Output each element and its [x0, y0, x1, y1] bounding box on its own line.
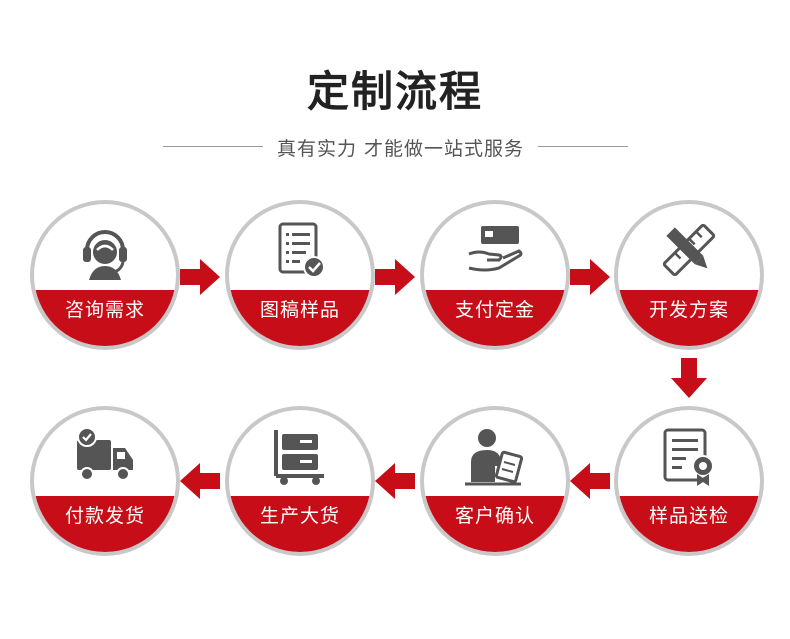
- step-label-band: [34, 496, 176, 552]
- step-label: 支付定金: [454, 299, 535, 321]
- step-label-band: [424, 496, 566, 552]
- page-subtitle: 真有实力 才能做一站式服务: [276, 138, 525, 160]
- person-signing-icon: [465, 429, 524, 486]
- step-label: 咨询需求: [64, 299, 145, 321]
- arrow-down-icon: [671, 358, 707, 398]
- step-label-band: [34, 290, 176, 346]
- step-label: 图稿样品: [259, 299, 340, 321]
- subtitle-divider-right: [538, 146, 628, 147]
- arrow-right-icon: [180, 259, 220, 295]
- hand-payment-card-icon: [468, 226, 523, 272]
- arrow-left-icon: [375, 463, 415, 499]
- step-artwork-sample: 图稿样品: [225, 200, 375, 350]
- step-consult: 咨询需求: [30, 200, 180, 350]
- subtitle-divider-left: [163, 146, 263, 147]
- step-label-band: [229, 496, 371, 552]
- arrow-left-icon: [570, 463, 610, 499]
- step-mass-production: 生产大货: [225, 406, 375, 556]
- step-label-band: [229, 290, 371, 346]
- arrow-left-icon: [180, 463, 220, 499]
- certificate-badge-icon: [663, 428, 714, 486]
- production-cart-icon: [274, 430, 324, 485]
- step-sample-inspection: 样品送检: [614, 406, 764, 556]
- step-label-band: [618, 290, 760, 346]
- step-label: 开发方案: [648, 299, 729, 321]
- step-payment-shipping: 付款发货: [30, 406, 180, 556]
- delivery-truck-icon: [77, 427, 133, 481]
- step-customer-confirm: 客户确认: [420, 406, 570, 556]
- arrow-right-icon: [375, 259, 415, 295]
- checklist-document-icon: [278, 222, 325, 278]
- step-label: 付款发货: [64, 505, 145, 527]
- pencil-ruler-icon: [662, 223, 716, 277]
- arrow-right-icon: [570, 259, 610, 295]
- step-label: 生产大货: [259, 505, 340, 527]
- step-label: 客户确认: [454, 505, 535, 527]
- subtitle-row: 真有实力 才能做一站式服务: [0, 132, 790, 162]
- step-development-plan: 开发方案: [614, 200, 764, 350]
- page-title: 定制流程: [306, 67, 483, 116]
- step-deposit: 支付定金: [420, 200, 570, 350]
- step-label: 样品送检: [648, 505, 729, 527]
- step-label-band: [424, 290, 566, 346]
- step-label-band: [618, 496, 760, 552]
- headset-agent-icon: [83, 230, 127, 280]
